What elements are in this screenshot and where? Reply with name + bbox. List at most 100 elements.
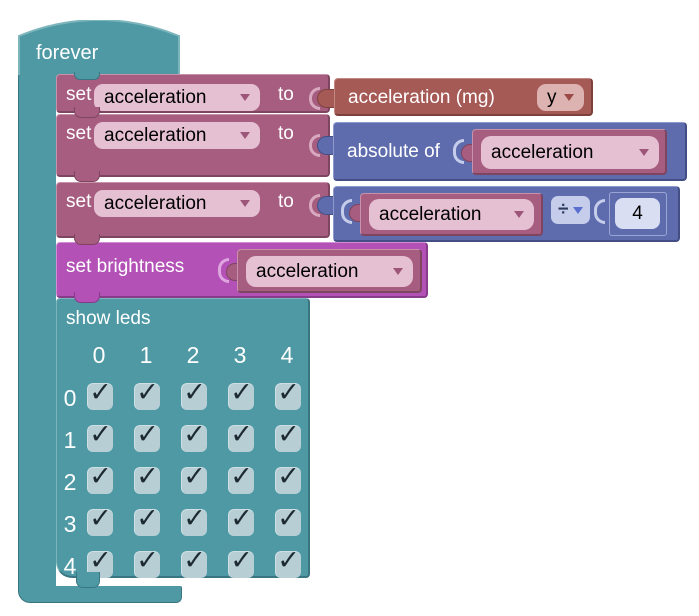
forever-label: forever <box>36 42 99 64</box>
block-bottom-tab <box>74 292 100 303</box>
forever-block-spine[interactable] <box>18 75 56 588</box>
led-checkbox[interactable]: ✓ <box>87 505 113 536</box>
value-socket <box>309 194 320 217</box>
chevron-down-icon <box>240 94 250 101</box>
check-icon: ✓ <box>136 545 159 576</box>
set-keyword: set <box>66 191 92 212</box>
check-icon: ✓ <box>277 461 300 492</box>
acceleration-sensor-label: acceleration (mg) <box>348 87 495 108</box>
led-col-header: 3 <box>233 342 247 368</box>
led-col-header: 1 <box>139 342 153 368</box>
check-icon: ✓ <box>89 461 112 492</box>
value-plug <box>317 89 336 108</box>
led-col-header: 0 <box>92 342 106 368</box>
variable-dropdown[interactable]: acceleration <box>369 199 534 230</box>
led-row-header: 0 <box>63 385 77 411</box>
led-checkbox[interactable]: ✓ <box>181 379 207 410</box>
to-keyword: to <box>278 123 294 144</box>
led-checkbox[interactable]: ✓ <box>181 421 207 452</box>
variable-dropdown-value: acceleration <box>104 86 207 108</box>
block-bottom-tab <box>74 234 100 245</box>
check-icon: ✓ <box>230 503 253 534</box>
check-icon: ✓ <box>230 545 253 576</box>
led-checkbox[interactable]: ✓ <box>228 379 254 410</box>
led-row-header: 2 <box>63 469 77 495</box>
operator-dropdown-value: ÷ <box>558 199 569 220</box>
check-icon: ✓ <box>136 377 159 408</box>
value-socket <box>594 199 605 224</box>
led-checkbox[interactable]: ✓ <box>87 379 113 410</box>
led-checkbox[interactable]: ✓ <box>134 421 160 452</box>
block-bottom-tab <box>74 107 100 118</box>
number-input[interactable]: 4 <box>615 198 660 229</box>
led-checkbox[interactable]: ✓ <box>181 505 207 536</box>
axis-dropdown[interactable]: y <box>537 84 584 111</box>
check-icon: ✓ <box>230 419 253 450</box>
led-checkbox[interactable]: ✓ <box>228 547 254 578</box>
variable-dropdown-value: acceleration <box>104 192 207 214</box>
forever-block-hat[interactable] <box>18 20 180 77</box>
variable-dropdown[interactable]: acceleration <box>94 190 260 217</box>
check-icon: ✓ <box>89 545 112 576</box>
value-plug <box>226 263 240 281</box>
check-icon: ✓ <box>89 419 112 450</box>
led-checkbox[interactable]: ✓ <box>134 547 160 578</box>
variable-dropdown[interactable]: acceleration <box>94 84 260 111</box>
led-checkbox[interactable]: ✓ <box>275 547 301 578</box>
led-col-header: 4 <box>280 342 294 368</box>
value-plug <box>317 136 336 155</box>
variable-dropdown[interactable]: acceleration <box>246 256 413 287</box>
led-checkbox[interactable]: ✓ <box>181 547 207 578</box>
check-icon: ✓ <box>277 503 300 534</box>
variable-dropdown[interactable]: acceleration <box>481 136 659 169</box>
forever-inner-notch <box>74 72 100 80</box>
led-checkbox[interactable]: ✓ <box>87 463 113 494</box>
value-plug <box>317 196 336 215</box>
operator-dropdown[interactable]: ÷ <box>551 196 590 224</box>
value-socket <box>341 199 352 224</box>
forever-block-footer[interactable] <box>18 586 182 603</box>
to-keyword: to <box>278 191 294 212</box>
variable-dropdown[interactable]: acceleration <box>94 122 260 149</box>
led-row-header: 4 <box>63 553 77 579</box>
chevron-down-icon <box>393 268 403 275</box>
check-icon: ✓ <box>183 461 206 492</box>
led-checkbox[interactable]: ✓ <box>275 379 301 410</box>
led-checkbox[interactable]: ✓ <box>87 547 113 578</box>
led-row-header: 1 <box>63 427 77 453</box>
show-leds-label: show leds <box>66 308 151 329</box>
led-checkbox[interactable]: ✓ <box>275 505 301 536</box>
led-checkbox[interactable]: ✓ <box>228 463 254 494</box>
variable-dropdown-value: acceleration <box>379 203 482 225</box>
variable-dropdown-value: acceleration <box>256 260 359 282</box>
check-icon: ✓ <box>183 419 206 450</box>
chevron-down-icon <box>573 206 583 214</box>
block-bottom-tab <box>76 572 100 588</box>
check-icon: ✓ <box>230 377 253 408</box>
chevron-down-icon <box>240 132 250 139</box>
check-icon: ✓ <box>230 461 253 492</box>
led-checkbox[interactable]: ✓ <box>181 463 207 494</box>
led-checkbox[interactable]: ✓ <box>134 463 160 494</box>
led-checkbox[interactable]: ✓ <box>275 421 301 452</box>
axis-dropdown-value: y <box>547 86 557 108</box>
chevron-down-icon <box>564 94 574 101</box>
chevron-down-icon <box>639 149 649 156</box>
check-icon: ✓ <box>136 461 159 492</box>
led-checkbox[interactable]: ✓ <box>87 421 113 452</box>
check-icon: ✓ <box>183 503 206 534</box>
led-checkbox[interactable]: ✓ <box>134 505 160 536</box>
led-checkbox[interactable]: ✓ <box>275 463 301 494</box>
led-col-header: 2 <box>186 342 200 368</box>
check-icon: ✓ <box>89 377 112 408</box>
value-plug <box>349 204 363 222</box>
number-value: 4 <box>632 202 643 224</box>
led-checkbox[interactable]: ✓ <box>228 505 254 536</box>
led-checkbox[interactable]: ✓ <box>228 421 254 452</box>
value-socket <box>453 139 464 164</box>
led-checkbox[interactable]: ✓ <box>134 379 160 410</box>
led-row-header: 3 <box>63 511 77 537</box>
check-icon: ✓ <box>136 419 159 450</box>
check-icon: ✓ <box>277 545 300 576</box>
